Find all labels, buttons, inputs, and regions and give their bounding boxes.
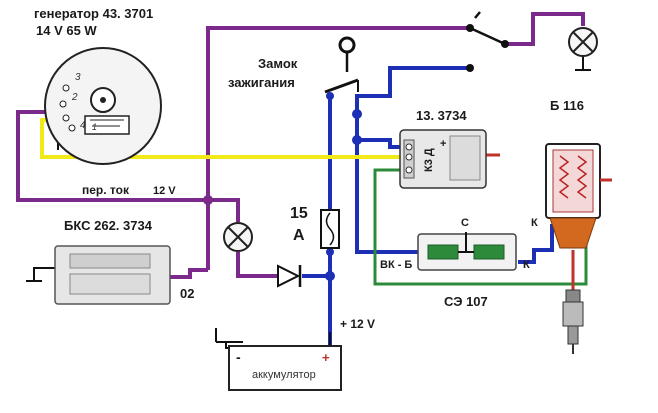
junction-dot	[203, 195, 213, 205]
resistor-right-pin-label: К	[523, 259, 530, 271]
generator-specs: 14 V 65 W	[36, 23, 97, 38]
green-wire	[373, 168, 588, 286]
fuse-icon	[320, 209, 340, 249]
junction-dots	[203, 24, 509, 281]
battery-voltage-label: + 12 V	[340, 317, 375, 331]
coil-pin-label: К	[531, 217, 538, 229]
battery-minus-label: -	[236, 349, 241, 365]
lamp-icon	[223, 222, 253, 252]
regulator-plus-label: +	[440, 138, 446, 150]
battery: - +	[228, 345, 342, 391]
switch-icon	[469, 11, 506, 46]
ignition-label-line1: Замок	[258, 56, 298, 71]
fuse-unit-label: А	[293, 227, 305, 244]
voltage-regulator: К3 Д +	[399, 129, 487, 189]
lamp-icon	[568, 27, 598, 57]
generator-pin-4: 4	[80, 120, 86, 131]
current-voltage-label: 12 V	[153, 185, 176, 197]
generator-pin-1: 1	[92, 122, 97, 132]
relay-unit	[54, 245, 171, 305]
generator-pin-2: 2	[71, 92, 78, 103]
ground-icon	[215, 328, 243, 343]
battery-plus-label: +	[322, 350, 330, 365]
regulator-label: 13. 3734	[416, 108, 467, 123]
junction-dot	[325, 271, 335, 281]
ignition-key-icon	[324, 36, 359, 94]
junction-dot	[352, 135, 362, 145]
regulator-vertical-label: К3 Д	[423, 148, 435, 172]
coil-label: Б 116	[550, 98, 584, 113]
junction-dot	[326, 92, 334, 100]
battery-label: аккумулятор	[252, 369, 316, 381]
generator-title: генератор 43. 3701	[34, 6, 153, 21]
junction-dot	[352, 109, 362, 119]
blue-wires	[302, 66, 554, 360]
diode-icon	[277, 264, 302, 288]
resistor-unit: С	[417, 217, 517, 271]
relay-pin-label: 02	[180, 286, 194, 301]
generator: 3 2 4 1	[44, 47, 162, 165]
relay-label: БКС 262. 3734	[64, 218, 153, 233]
junction-dot	[326, 248, 334, 256]
generator-pin-3: 3	[75, 72, 81, 83]
ignition-label-line2: зажигания	[228, 75, 295, 90]
fuse-current-label: 15	[290, 205, 308, 222]
red-wires	[486, 153, 575, 290]
ignition-coil	[545, 143, 612, 249]
resistor-label: СЭ 107	[444, 294, 488, 309]
current-label: пер. ток	[82, 183, 130, 197]
resistor-left-pin-label: ВК - Б	[380, 259, 412, 271]
spark-plug-icon	[562, 289, 584, 354]
junction-dot	[466, 64, 474, 72]
purple-wires	[16, 12, 585, 279]
resistor-center-label: С	[461, 217, 469, 229]
